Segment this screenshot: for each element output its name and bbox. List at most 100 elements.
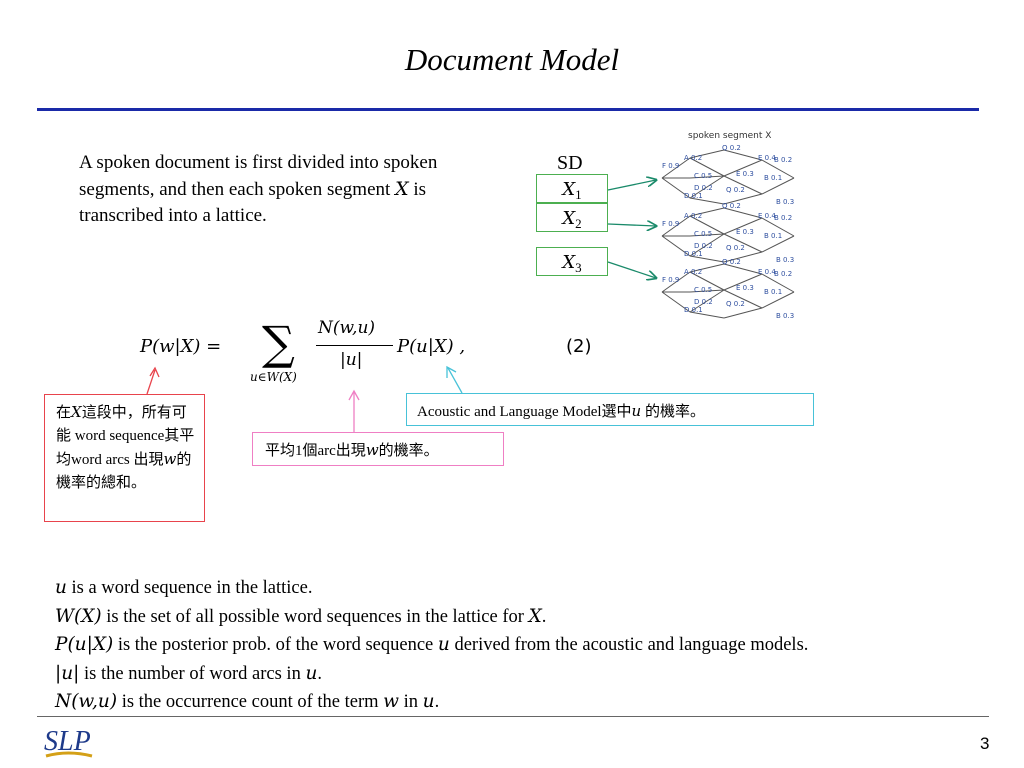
lattice-node-label: E 0.4	[758, 212, 776, 220]
formula-lhs-text: P(w|X) =	[140, 336, 222, 357]
lattice-node-label: B 0.1	[764, 288, 782, 296]
definition-line: |u| is the number of word arcs in u.	[55, 660, 1015, 689]
lattice-node-label: F 0.9	[662, 220, 679, 228]
sd-label: SD	[557, 152, 583, 174]
fraction-bar	[316, 345, 393, 346]
lattice-node-label: B 0.2	[774, 270, 792, 278]
annot-red-var-1: X	[71, 403, 82, 421]
cyan-arrow	[447, 367, 463, 394]
annot-cyan-text-2: 的機率。	[641, 404, 705, 420]
lattice-node-label: D 0.2	[694, 184, 713, 192]
def-text: derived from the acoustic and language m…	[449, 635, 809, 655]
def-math: |u|	[55, 662, 80, 684]
sd-row-sub: 1	[575, 187, 582, 202]
arrow-1	[607, 180, 656, 191]
lattice-node-label: E 0.3	[736, 228, 754, 236]
lattice-node-label: B 0.3	[776, 256, 794, 264]
def-math: X	[528, 605, 542, 627]
red-arrow	[146, 369, 156, 395]
sd-row-2: X2	[536, 203, 608, 232]
def-math: w	[383, 691, 399, 712]
lattice-node-label: B 0.2	[774, 156, 792, 164]
annot-cyan-text-1: Acoustic and Language Model選中	[417, 404, 632, 420]
lattice-node-label: A 0.2	[684, 154, 702, 162]
lattice-node-label: Q 0.2	[722, 202, 741, 210]
annot-red-text-1: 在	[56, 405, 72, 421]
definitions-list: u is a word sequence in the lattice. W(X…	[55, 574, 1015, 717]
def-text: .	[541, 606, 547, 627]
arrow-2	[607, 224, 656, 226]
lattice-labels: Q 0.2A 0.2F 0.9C 0.5E 0.4B 0.2E 0.3D 0.2…	[662, 144, 794, 320]
lattice-node-label: E 0.3	[736, 284, 754, 292]
title-divider	[37, 108, 979, 111]
def-math: P(u|X)	[55, 634, 114, 655]
lattice-node-label: B 0.1	[764, 174, 782, 182]
footer-divider	[37, 716, 989, 717]
lattice-node-label: D 0.1	[684, 306, 703, 314]
intro-paragraph: A spoken document is first divided into …	[79, 150, 439, 229]
def-text: .	[434, 692, 440, 712]
fraction-numerator: N(w,u)	[318, 318, 376, 338]
lattice-node-label: B 0.2	[774, 214, 792, 222]
slide-title: Document Model	[404, 42, 620, 77]
annot-pink-var: w	[365, 441, 379, 459]
lattice-diagrams: spoken segment X Q 0.2 A 0.2 F 0.9 C 0.5 E 0…	[607, 131, 795, 320]
def-math: u	[305, 662, 318, 684]
sd-row-var: X	[562, 252, 576, 273]
annot-cyan-var: u	[631, 402, 642, 420]
lattice-node-label: Q 0.2	[726, 300, 745, 308]
def-math: N(w,u)	[55, 691, 118, 712]
intro-text-1: A spoken document is first divided into …	[79, 152, 438, 200]
annot-red-var-2: w	[163, 450, 177, 468]
annotation-cyan: Acoustic and Language Model選中u 的機率。	[406, 393, 814, 426]
lattice-node-label: D 0.1	[684, 192, 703, 200]
equation-number: (2)	[566, 336, 592, 357]
def-text: is the posterior prob. of the word seque…	[113, 635, 438, 655]
lattice-node-label: A 0.2	[684, 268, 702, 276]
lattice-node-label: E 0.4	[758, 268, 776, 276]
lattice-node-label: C 0.5	[694, 286, 712, 294]
lattice-node-label: B 0.1	[764, 232, 782, 240]
formula-lhs: P(w|X) =	[140, 336, 221, 357]
lattice-node-label: Q 0.2	[726, 186, 745, 194]
annot-red-text-3: 的機率的總和。	[56, 452, 192, 491]
def-math: u	[437, 634, 450, 655]
definition-line: W(X) is the set of all possible word seq…	[55, 603, 1015, 632]
def-math: u	[422, 691, 435, 712]
arrow-3	[607, 261, 656, 278]
definition-line: N(w,u) is the occurrence count of the te…	[55, 688, 1015, 717]
annot-pink-text-1: 平均1個arc出現	[265, 443, 366, 459]
lattice-node-label: Q 0.2	[722, 144, 741, 152]
sd-row-1: X1	[536, 174, 608, 203]
lattice-node-label: D 0.2	[694, 242, 713, 250]
def-text: .	[317, 663, 322, 684]
slp-logo: SLP	[44, 726, 93, 758]
sum-symbol: ∑	[262, 316, 295, 370]
annot-red-text-2: 這段中，所有可能 word sequence其平均word arcs 出現	[56, 405, 195, 468]
def-text: in	[399, 692, 423, 712]
annot-pink-text-2: 的機率。	[378, 443, 439, 459]
sum-subscript: u∈W(X)	[250, 370, 297, 384]
lattice-node-label: Q 0.2	[722, 258, 741, 266]
intro-var: X	[395, 178, 409, 200]
lattice-node-label: B 0.3	[776, 198, 794, 206]
lattice-node-label: E 0.3	[736, 170, 754, 178]
lattice-node-label: C 0.5	[694, 172, 712, 180]
lattice-node-label: E 0.4	[758, 154, 776, 162]
lattice-node-label: F 0.9	[662, 276, 679, 284]
lattice-node-label: C 0.5	[694, 230, 712, 238]
lattice-node-label: B 0.3	[776, 312, 794, 320]
definition-line: u is a word sequence in the lattice.	[55, 574, 1015, 603]
page-number: 3	[980, 734, 990, 753]
lattice-node-label: F 0.9	[662, 162, 679, 170]
lattice-node-label: D 0.1	[684, 250, 703, 258]
def-text: is the set of all possible word sequence…	[101, 606, 529, 627]
fraction-denominator: |u|	[340, 350, 363, 370]
intro-text-2: is transcribed into a lattice.	[79, 179, 427, 226]
definition-line: P(u|X) is the posterior prob. of the wor…	[55, 631, 1015, 660]
lattice-caption: spoken segment X	[688, 131, 771, 141]
annotation-red: 在X這段中，所有可能 word sequence其平均word arcs 出現w…	[44, 394, 205, 522]
sd-row-3: X3	[536, 247, 608, 276]
lattice-node-label: Q 0.2	[726, 244, 745, 252]
